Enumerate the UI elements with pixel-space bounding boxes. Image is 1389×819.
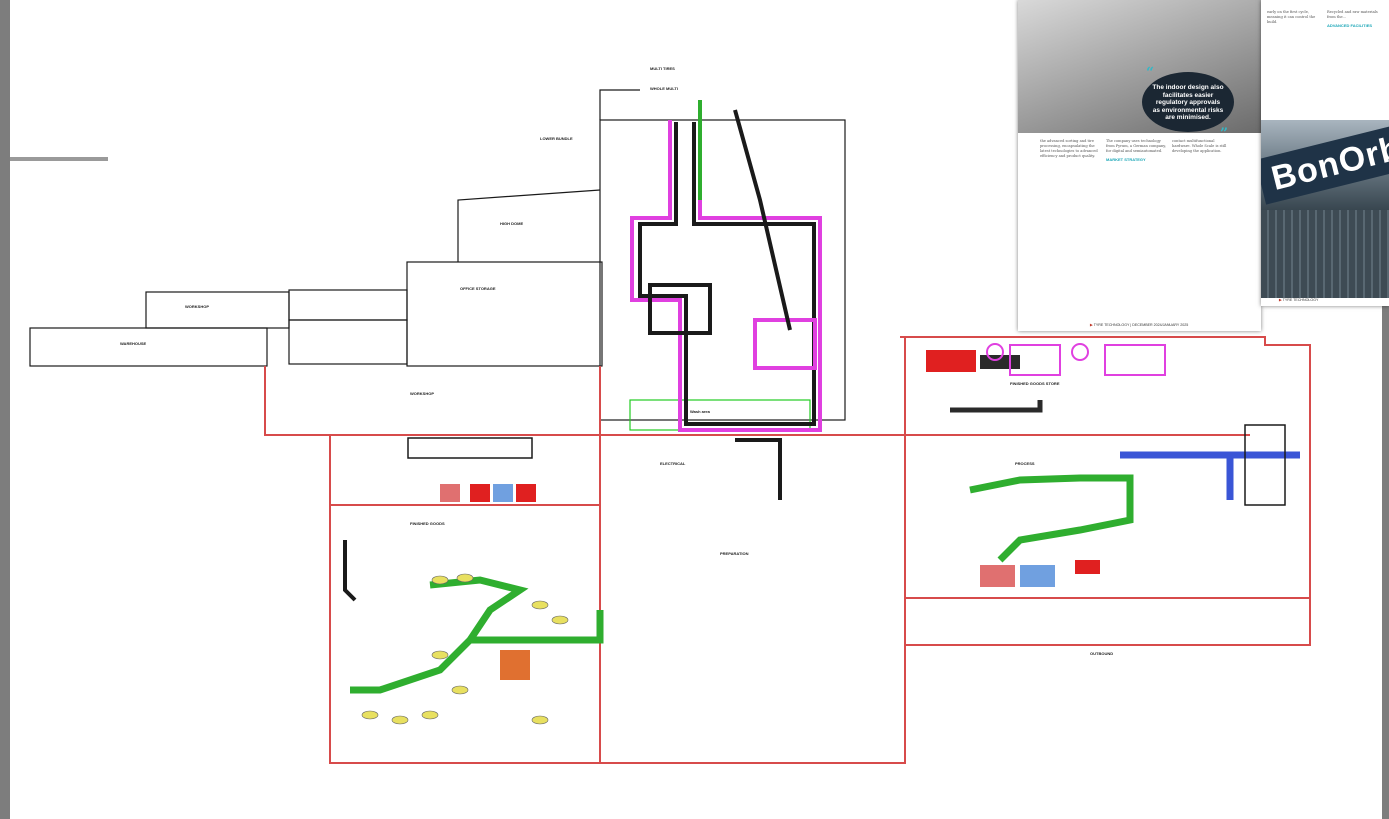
- body-column-2: The company uses technology from Pyrum, …: [1106, 139, 1168, 165]
- scale-bar: [10, 157, 108, 161]
- pull-quote: “ The indoor design also facilitates eas…: [1142, 65, 1234, 140]
- label-preparation: PREPARATION: [720, 551, 749, 556]
- label-finished-goods-store: FINISHED GOODS STORE: [1010, 381, 1060, 386]
- outer-walls: [264, 336, 1311, 764]
- label-office-storage: OFFICE STORAGE: [460, 286, 496, 291]
- label-lower-bundle: LOWER BUNDLE: [540, 136, 573, 141]
- yellow-markers: [361, 573, 569, 725]
- subhead-market-strategy: MARKET STRATEGY: [1106, 157, 1146, 162]
- label-finished-goods: FINISHED GOODS: [410, 521, 445, 526]
- label-high-dome: HIGH DOME: [500, 221, 523, 226]
- footer-publication: TYRE TECHNOLOGY: [1093, 323, 1130, 327]
- facade-panels: [1261, 210, 1389, 298]
- right-process-line: [926, 343, 1300, 587]
- magazine-page: “ The indoor design also facilitates eas…: [1018, 0, 1261, 331]
- page-footer: ▶ TYRE TECHNOLOGY | DECEMBER 2024/JANUAR…: [1090, 323, 1189, 327]
- label-workshop-lower: WORKSHOP: [410, 391, 434, 396]
- subhead-advanced-facilities: ADVANCED FACILITIES: [1327, 23, 1373, 28]
- label-whole-multi: WHOLE MULTI: [650, 86, 678, 91]
- label-multi-tires: MULTI TIRES: [650, 66, 675, 71]
- pull-quote-text: The indoor design also facilitates easie…: [1152, 84, 1224, 121]
- footer-issue: DECEMBER 2024/JANUARY 2025: [1132, 323, 1189, 327]
- label-wash-area: Wash area: [690, 409, 711, 414]
- body-col2-text: The company uses technology from Pyrum, …: [1106, 139, 1166, 153]
- body-column-4: early on the first cycle, meaning it can…: [1267, 10, 1321, 28]
- label-warehouse: WAREHOUSE: [120, 341, 147, 346]
- equipment-lines: [630, 100, 822, 500]
- label-electrical: ELECTRICAL: [660, 461, 686, 466]
- body-column-1: the advanced sorting and tire processing…: [1040, 139, 1102, 162]
- body-col1-text: the advanced sorting and tire processing…: [1040, 139, 1098, 158]
- page-footer-right: ▶ TYRE TECHNOLOGY: [1279, 298, 1319, 302]
- body-col5-text: Recycled and raw materials from the...: [1327, 10, 1378, 19]
- area-labels: MULTI TIRES WHOLE MULTI LOWER BUNDLE HIG…: [120, 66, 1113, 656]
- body-column-5: Recycled and raw materials from the... A…: [1327, 10, 1385, 31]
- label-process: PROCESS: [1015, 461, 1035, 466]
- left-process-line: [343, 437, 604, 694]
- body-col4-text: early on the first cycle, meaning it can…: [1267, 10, 1316, 24]
- body-column-3: contact multifunctional hardware. Whole …: [1172, 139, 1234, 157]
- quote-open-icon: “: [1146, 65, 1155, 81]
- label-outbound: OUTBOUND: [1090, 651, 1113, 656]
- footer-publication-right: TYRE TECHNOLOGY: [1282, 298, 1319, 302]
- magazine-page-right: early on the first cycle, meaning it can…: [1261, 0, 1389, 306]
- body-col3-text: contact multifunctional hardware. Whole …: [1172, 139, 1227, 153]
- quote-close-icon: ”: [1219, 125, 1228, 142]
- label-workshop: WORKSHOP: [185, 304, 209, 309]
